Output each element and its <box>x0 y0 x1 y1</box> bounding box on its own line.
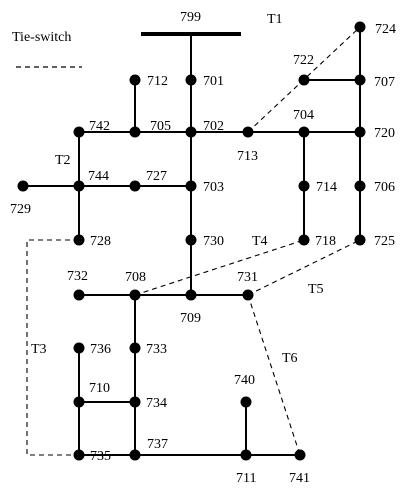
bus-label-714: 714 <box>316 180 337 195</box>
bus-label-736: 736 <box>90 342 111 357</box>
bus-node-725 <box>354 234 366 246</box>
bus-node-702 <box>185 126 197 138</box>
bus-label-704: 704 <box>293 108 314 123</box>
bus-node-730 <box>185 234 197 246</box>
bus-label-713: 713 <box>237 149 258 164</box>
bus-node-737 <box>129 449 141 461</box>
bus-node-731 <box>242 289 254 301</box>
bus-label-741: 741 <box>289 471 310 486</box>
bus-node-727 <box>129 180 141 192</box>
tie-switch-label-t1: T1 <box>267 12 283 27</box>
bus-node-732 <box>73 289 85 301</box>
legend-label: Tie-switch <box>12 30 71 45</box>
bus-node-708 <box>129 289 141 301</box>
bus-label-734: 734 <box>146 396 167 411</box>
tie-switch-t3 <box>26 239 79 456</box>
bus-node-714 <box>298 180 310 192</box>
bus-node-744 <box>73 180 85 192</box>
bus-node-709 <box>185 289 197 301</box>
bus-node-704 <box>298 126 310 138</box>
bus-label-732: 732 <box>67 269 88 284</box>
bus-node-713 <box>242 126 254 138</box>
bus-label-737: 737 <box>147 437 168 452</box>
bus-node-734 <box>129 396 141 408</box>
bus-node-724 <box>354 21 366 33</box>
bus-label-744: 744 <box>88 169 109 184</box>
substation-label: 799 <box>180 10 201 25</box>
bus-label-718: 718 <box>315 234 336 249</box>
bus-node-733 <box>129 342 141 354</box>
bus-label-709: 709 <box>180 311 201 326</box>
bus-node-720 <box>354 126 366 138</box>
bus-label-705: 705 <box>150 119 171 134</box>
bus-label-711: 711 <box>236 471 256 486</box>
bus-node-707 <box>354 74 366 86</box>
bus-node-728 <box>73 234 85 246</box>
bus-label-731: 731 <box>237 270 258 285</box>
bus-node-729 <box>17 180 29 192</box>
bus-node-705 <box>129 126 141 138</box>
bus-label-722: 722 <box>293 53 314 68</box>
bus-label-742: 742 <box>89 119 110 134</box>
bus-label-724: 724 <box>375 22 396 37</box>
legend: Tie-switch <box>12 30 82 68</box>
bus-label-712: 712 <box>147 74 168 89</box>
bus-node-742 <box>73 126 85 138</box>
line-layer <box>23 27 361 456</box>
bus-label-735: 735 <box>90 449 111 464</box>
bus-node-722 <box>298 74 310 86</box>
tie-switch-t5 <box>247 239 361 296</box>
tie-switch-label-t4: T4 <box>252 234 268 249</box>
tie-switch-t4 <box>134 239 305 296</box>
node-layer <box>17 21 366 461</box>
bus-label-733: 733 <box>146 342 167 357</box>
tie-switch-label-t5: T5 <box>308 282 324 297</box>
bus-node-740 <box>240 396 252 408</box>
bus-node-712 <box>129 74 141 86</box>
bus-node-703 <box>185 180 197 192</box>
bus-label-720: 720 <box>374 126 395 141</box>
bus-label-725: 725 <box>374 234 395 249</box>
bus-node-736 <box>73 342 85 354</box>
bus-label-730: 730 <box>203 234 224 249</box>
bus-node-706 <box>354 180 366 192</box>
bus-node-735 <box>73 449 85 461</box>
bus-node-701 <box>185 74 197 86</box>
bus-node-710 <box>73 396 85 408</box>
bus-label-701: 701 <box>203 74 224 89</box>
bus-label-740: 740 <box>234 373 255 388</box>
bus-label-727: 727 <box>146 169 167 184</box>
bus-label-708: 708 <box>125 270 146 285</box>
bus-label-710: 710 <box>89 381 110 396</box>
tie-switch-t6 <box>247 294 301 456</box>
tie-switch-label-t2: T2 <box>55 153 71 168</box>
bus-label-707: 707 <box>374 75 395 90</box>
bus-label-702: 702 <box>203 119 224 134</box>
bus-node-711 <box>240 449 252 461</box>
bus-label-729: 729 <box>10 202 31 217</box>
tie-switch-label-t3: T3 <box>31 342 47 357</box>
bus-label-706: 706 <box>374 180 395 195</box>
tie-switch-label-t6: T6 <box>282 351 298 366</box>
bus-node-741 <box>294 449 306 461</box>
bus-label-728: 728 <box>90 234 111 249</box>
bus-node-718 <box>298 234 310 246</box>
bus-label-703: 703 <box>203 180 224 195</box>
